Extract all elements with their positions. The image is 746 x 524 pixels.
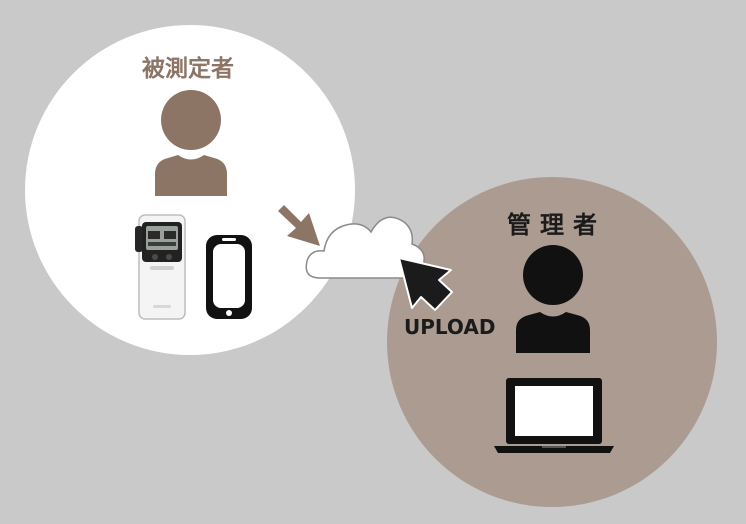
activity-tracker-icon — [135, 214, 186, 320]
arrow-up-left-icon — [398, 257, 453, 311]
upload-label-subject: UPLOAD — [247, 169, 348, 194]
admin-person-icon — [516, 245, 590, 353]
subject-person-icon — [155, 90, 227, 196]
upload-label-admin: UPLOAD — [404, 315, 496, 339]
subject-title: 被測定者 — [142, 56, 234, 82]
admin-title: 管理者 — [507, 211, 606, 239]
cloud-icon — [305, 216, 425, 279]
smartphone-icon — [206, 235, 252, 319]
laptop-icon — [494, 378, 614, 453]
arrow-down-right-icon — [278, 205, 320, 246]
